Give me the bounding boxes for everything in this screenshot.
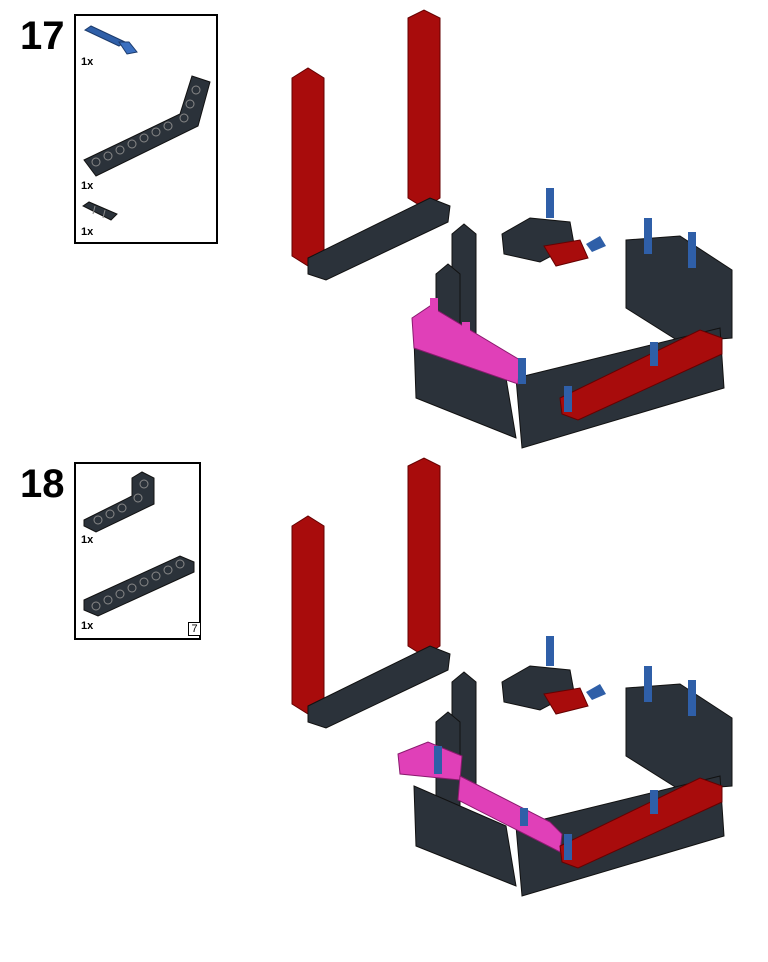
step-18-model-illustration [291, 457, 733, 897]
step-number: 17 [20, 14, 65, 58]
l-liftarm-icon [83, 471, 155, 533]
parts-list-box: 1x 1x 1x [74, 14, 218, 244]
parts-list-box: 1x 1x 7 [74, 462, 201, 640]
step-number: 18 [20, 462, 65, 506]
blue-axle-pin-icon [83, 25, 138, 55]
page-reference-badge: 7 [188, 622, 201, 636]
part-quantity: 1x [81, 56, 94, 68]
black-pin-icon [82, 201, 118, 221]
straight-liftarm-icon [83, 555, 195, 617]
part-quantity: 1x [81, 534, 94, 546]
bent-liftarm-icon [83, 75, 211, 177]
part-quantity: 1x [81, 620, 94, 632]
part-quantity: 1x [81, 180, 94, 192]
part-quantity: 1x [81, 226, 94, 238]
step-17-model-illustration [291, 9, 733, 449]
